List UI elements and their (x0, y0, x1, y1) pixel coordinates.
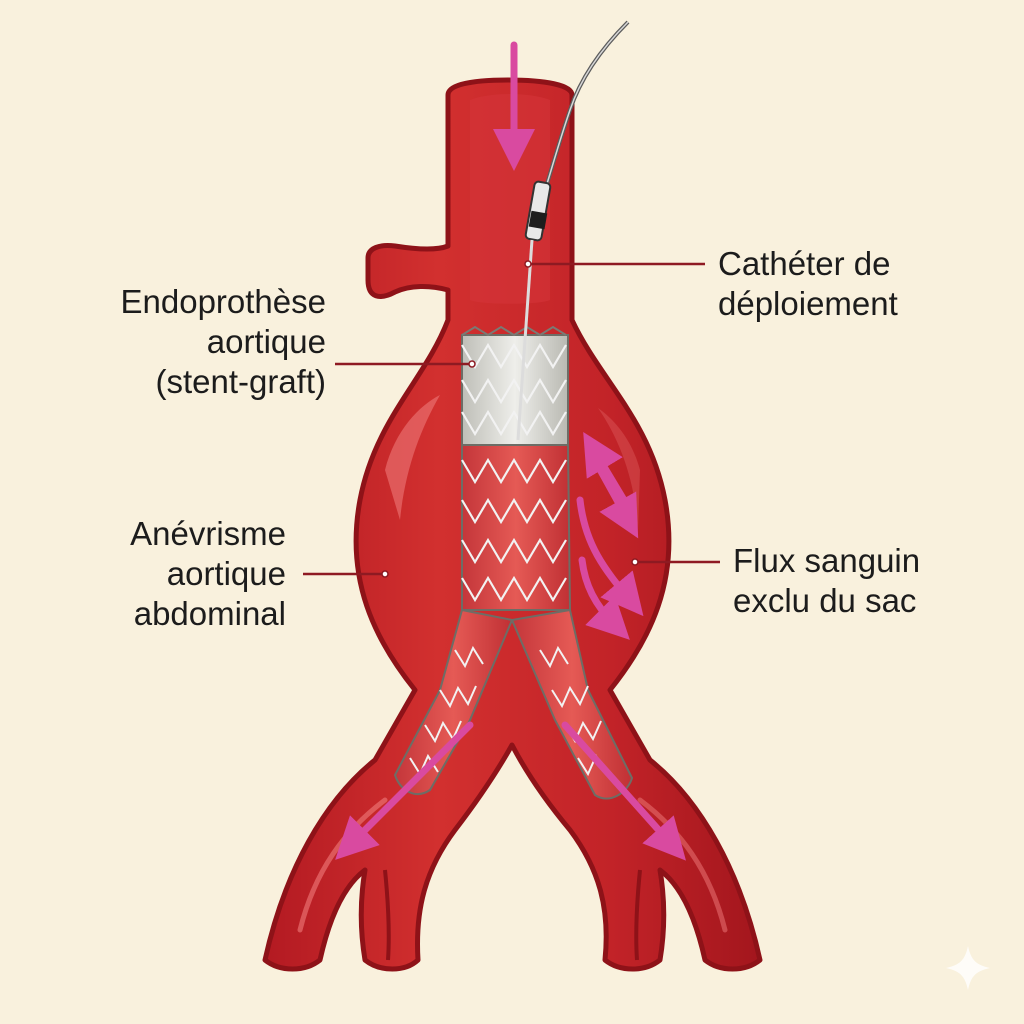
label-stent-graft: Endoprothèse aortique (stent-graft) (120, 283, 327, 400)
label-flow-excluded: Flux sanguin exclu du sac (733, 542, 921, 619)
sac-flow-arrow-3 (576, 496, 644, 617)
sparkle-icon (946, 946, 990, 990)
outflow-arrow-left (335, 721, 474, 860)
outflow-arrow-right (561, 721, 686, 861)
sac-flow-arrow-2 (583, 431, 634, 514)
sac-flow-arrow-4 (578, 556, 630, 640)
stent-graft (393, 325, 634, 800)
label-aneurysm: Anévrisme aortique abdominal (130, 515, 286, 632)
leader-lines (303, 262, 720, 576)
delivery-catheter (516, 20, 630, 441)
blood-flow-arrows (335, 41, 686, 861)
label-catheter: Cathéter de déploiement (718, 245, 898, 322)
